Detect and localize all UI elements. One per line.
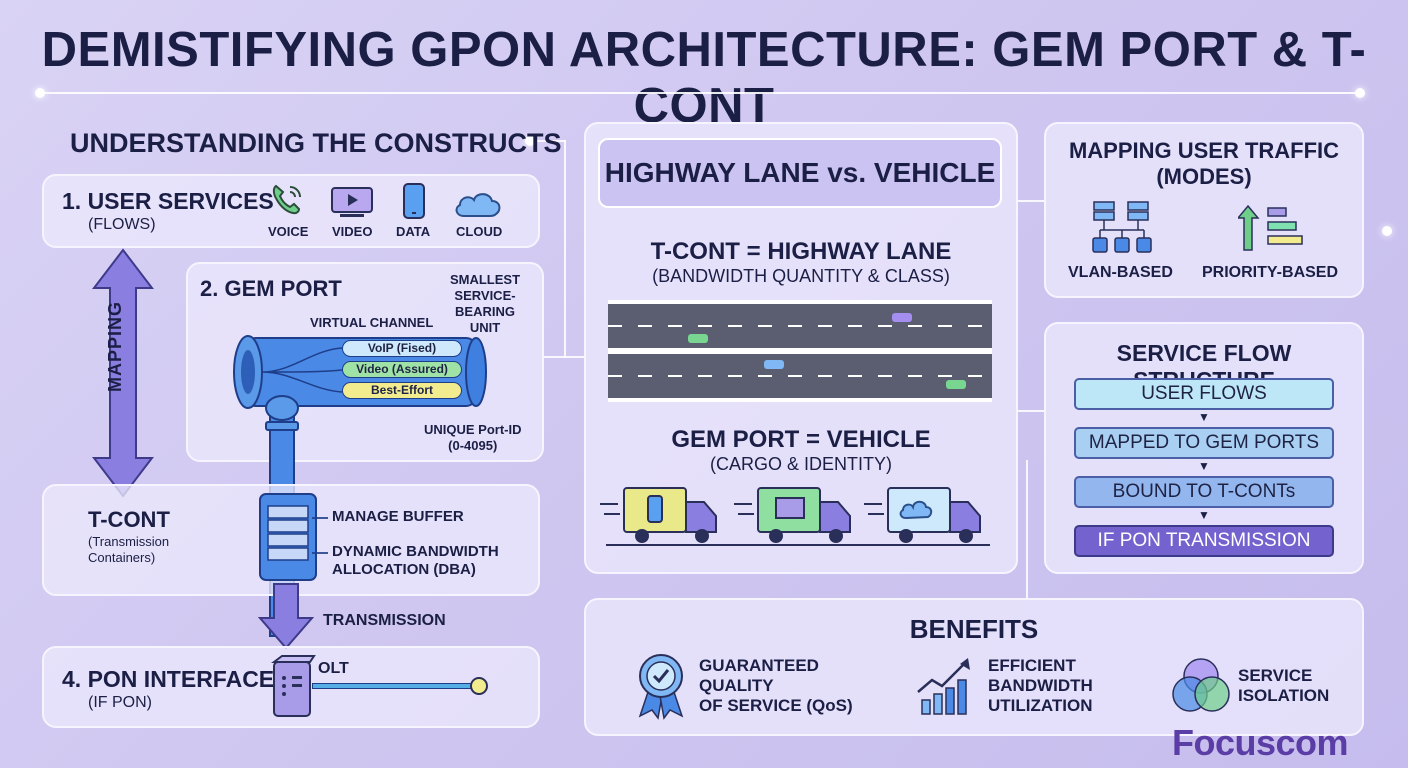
page-title: DEMISTIFYING GPON ARCHITECTURE: GEM PORT… bbox=[41, 23, 1367, 133]
connector bbox=[564, 140, 566, 358]
connector bbox=[1018, 200, 1044, 202]
channel-video: Video (Assured) bbox=[342, 361, 462, 378]
gem-vehicle-sub: (CARGO & IDENTITY) bbox=[709, 454, 892, 474]
benefit-isolation: SERVICE ISOLATION bbox=[1238, 666, 1330, 705]
truck-video-icon bbox=[732, 484, 856, 553]
truck-road-line bbox=[606, 544, 990, 546]
highway-heading: HIGHWAY LANE vs. VEHICLE bbox=[604, 157, 996, 188]
flow-arrow: ▼ bbox=[1198, 410, 1210, 424]
dba-label: DYNAMIC BANDWIDTH ALLOCATION (DBA) bbox=[332, 543, 499, 578]
mobile-icon bbox=[402, 182, 426, 225]
truck-data-icon bbox=[598, 484, 722, 553]
phone-icon bbox=[270, 182, 304, 223]
olt-device-icon bbox=[270, 654, 318, 725]
channel-best-effort: Best-Effort bbox=[342, 382, 462, 399]
connector bbox=[530, 140, 566, 142]
qos-badge-icon bbox=[634, 652, 688, 725]
flow-arrow: ▼ bbox=[1198, 459, 1210, 473]
icon-label-data: DATA bbox=[396, 224, 431, 239]
mapping-heading: MAPPING USER TRAFFIC (MODES) bbox=[1068, 138, 1340, 189]
manage-buffer-label: MANAGE BUFFER bbox=[332, 508, 464, 525]
gem-port-title: 2. GEM PORT bbox=[200, 276, 342, 301]
olt-label: OLT bbox=[318, 660, 349, 677]
gem-vehicle-title: GEM PORT = VEHICLE bbox=[671, 426, 931, 453]
flow-step-pon-transmission: IF PON TRANSMISSION bbox=[1074, 525, 1334, 557]
flow-step-user-flows: USER FLOWS bbox=[1074, 378, 1334, 410]
benefit-bandwidth: EFFICIENT BANDWIDTH UTILIZATION bbox=[988, 656, 1093, 715]
user-services-subtitle: (FLOWS) bbox=[88, 216, 156, 233]
benefits-heading: BENEFITS bbox=[909, 614, 1039, 644]
car-blue bbox=[764, 360, 784, 369]
flow-step-tconts: BOUND TO T-CONTs bbox=[1074, 476, 1334, 508]
pon-subtitle: (IF PON) bbox=[88, 694, 152, 711]
mapping-label: MAPPING bbox=[105, 300, 125, 392]
smallest-unit-label: SMALLEST SERVICE-BEARING UNIT bbox=[449, 272, 521, 335]
dba-pointer bbox=[312, 552, 328, 554]
car-green-2 bbox=[946, 380, 966, 389]
priority-based-label: PRIORITY-BASED bbox=[1202, 264, 1339, 281]
icon-label-cloud: CLOUD bbox=[456, 224, 503, 239]
channel-voip: VoIP (Fised) bbox=[342, 340, 462, 357]
flow-step-gem-ports: MAPPED TO GEM PORTS bbox=[1074, 427, 1334, 459]
divider-dot-right bbox=[1355, 88, 1365, 98]
virtual-channel-label: VIRTUAL CHANNEL bbox=[310, 315, 434, 330]
highway-heading-box bbox=[598, 138, 1002, 208]
video-icon bbox=[330, 186, 374, 223]
transmission-label: TRANSMISSION bbox=[323, 612, 446, 629]
tcont-subtitle: (Transmission Containers) bbox=[88, 534, 170, 565]
buffer-pointer bbox=[312, 517, 328, 519]
divider-dot-left bbox=[35, 88, 45, 98]
transmission-arrow bbox=[257, 582, 315, 657]
connector bbox=[1026, 460, 1028, 600]
connector bbox=[1018, 410, 1044, 412]
buffer-icon bbox=[258, 492, 322, 589]
title-divider bbox=[40, 92, 1360, 94]
tcont-title: T-CONT bbox=[88, 507, 170, 532]
user-services-title: 1. USER SERVICES bbox=[62, 188, 274, 214]
car-green bbox=[688, 334, 708, 343]
priority-bars-icon bbox=[1236, 204, 1304, 259]
tcont-highway-sub: (BANDWIDTH QUANTITY & CLASS) bbox=[652, 266, 950, 286]
flow-arrow: ▼ bbox=[1198, 508, 1210, 522]
vlan-based-label: VLAN-BASED bbox=[1068, 264, 1173, 281]
connector-dot bbox=[525, 136, 535, 146]
vlan-tree-icon bbox=[1090, 200, 1154, 261]
pon-title: 4. PON INTERFACE bbox=[62, 666, 275, 692]
fiber-endpoint bbox=[470, 677, 488, 695]
icon-label-voice: VOICE bbox=[268, 224, 309, 239]
cloud-icon bbox=[452, 188, 504, 225]
focuscom-logo: Focuscom bbox=[1172, 722, 1349, 763]
connector-dot bbox=[1382, 226, 1392, 236]
fiber-line bbox=[312, 683, 472, 689]
connector bbox=[544, 356, 584, 358]
car-purple bbox=[892, 313, 912, 322]
icon-label-video: VIDEO bbox=[332, 224, 373, 239]
constructs-heading: UNDERSTANDING THE CONSTRUCTS bbox=[70, 128, 562, 158]
venn-icon bbox=[1170, 656, 1232, 721]
truck-cloud-icon bbox=[862, 484, 986, 553]
benefit-qos: GUARANTEED QUALITY OF SERVICE (QoS) bbox=[699, 656, 853, 715]
unique-port-id-label: UNIQUE Port-ID (0-4095) bbox=[424, 422, 522, 453]
growth-chart-icon bbox=[916, 656, 978, 721]
tcont-highway-title: T-CONT = HIGHWAY LANE bbox=[650, 238, 952, 265]
benefits-panel bbox=[584, 598, 1364, 736]
